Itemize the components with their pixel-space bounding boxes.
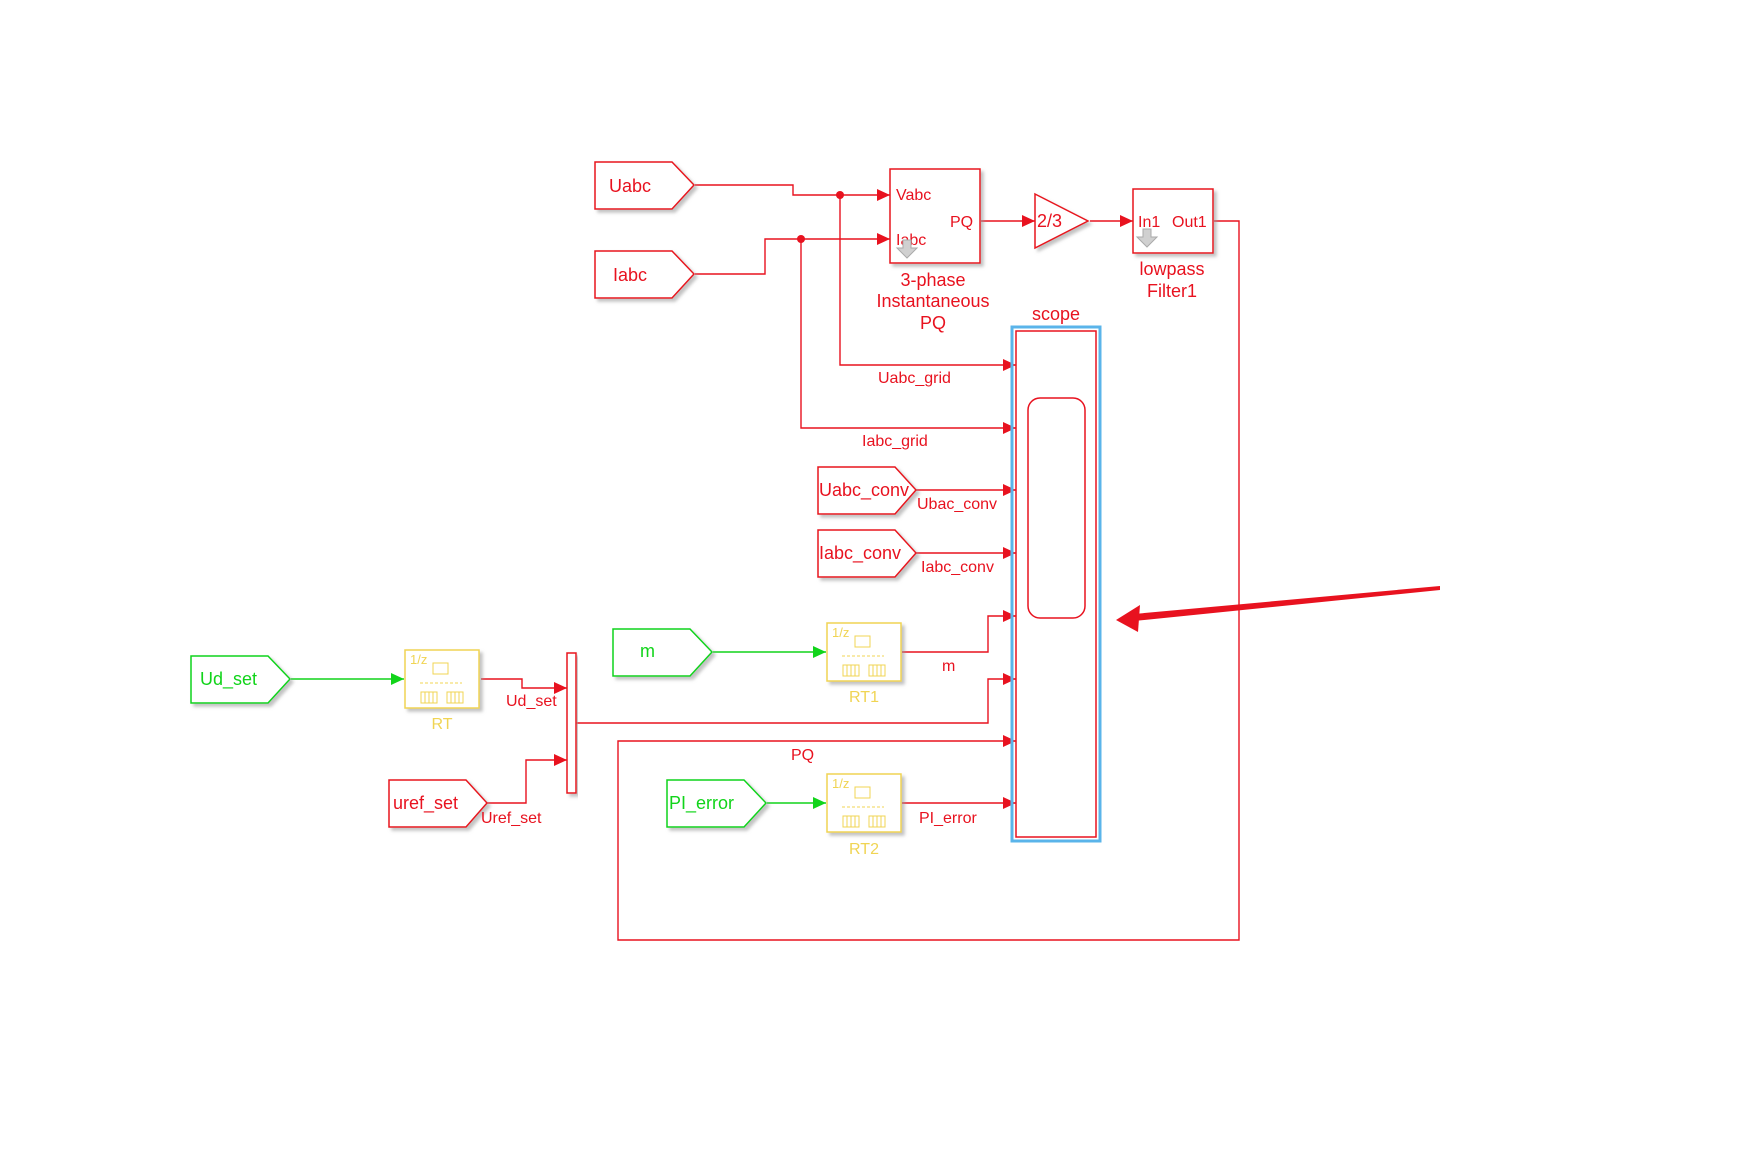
tag-label: Iabc: [613, 265, 647, 285]
scope-screen-icon: [1027, 397, 1086, 619]
from-tag-m[interactable]: m: [612, 628, 714, 677]
port-vabc-label: Vabc: [896, 187, 931, 204]
signal-label-m: m: [942, 658, 955, 675]
tag-label: m: [640, 641, 655, 661]
signal-label-ud-set: Ud_set: [506, 693, 557, 710]
rate-transition-rt1[interactable]: 1/z: [826, 622, 902, 682]
rt-label: 1/z: [832, 776, 849, 791]
gain-value: 2/3: [1037, 211, 1062, 231]
from-tag-uabc-conv[interactable]: Uabc_conv: [817, 466, 918, 515]
signal-label-pi-error: PI_error: [919, 810, 977, 827]
pq-block-name-line3: PQ: [920, 313, 946, 333]
rate-transition-icon: [842, 635, 886, 677]
signal-label-iabc-conv: Iabc_conv: [921, 559, 994, 576]
branch-point: [836, 191, 844, 199]
rate-transition-icon: [842, 786, 886, 828]
tag-label: Uabc: [609, 176, 651, 196]
pq-block-name-line1: 3-phase: [900, 270, 965, 290]
from-tag-iabc[interactable]: Iabc: [594, 250, 696, 299]
signal-label-uref-set: Uref_set: [481, 810, 542, 827]
rt-name: RT: [431, 716, 452, 733]
rt1-name: RT1: [849, 689, 879, 706]
from-tag-pi-error[interactable]: PI_error: [666, 779, 768, 828]
red-arrow-icon: [1116, 586, 1440, 632]
signal-label-pq: PQ: [791, 747, 814, 764]
selection-highlight: [1010, 325, 1102, 843]
signal-label-ubac-conv: Ubac_conv: [917, 496, 997, 513]
tag-label: Ud_set: [200, 669, 257, 690]
green-arrowheads: [391, 646, 826, 809]
rt-label: 1/z: [410, 652, 427, 667]
signal-label-iabc-grid: Iabc_grid: [862, 433, 928, 450]
from-tag-uref-set[interactable]: uref_set: [388, 779, 489, 828]
pq-calculation-block[interactable]: Vabc Iabc PQ: [889, 168, 981, 264]
tag-label: Uabc_conv: [819, 480, 909, 501]
from-tag-uabc[interactable]: Uabc: [594, 161, 696, 210]
from-tag-iabc-conv[interactable]: Iabc_conv: [817, 529, 918, 578]
rate-transition-icon: [420, 662, 464, 704]
gain-block[interactable]: 2/3: [1034, 192, 1090, 250]
tag-label: uref_set: [393, 793, 458, 814]
port-pq-label: PQ: [950, 214, 973, 231]
signal-lines: [481, 184, 1240, 941]
rate-transition-rt2[interactable]: 1/z: [826, 773, 902, 833]
mask-down-arrow-icon: [895, 239, 919, 259]
filter-name-line1: lowpass: [1139, 259, 1204, 279]
scope-name: scope: [1032, 304, 1080, 324]
from-tag-ud-set[interactable]: Ud_set: [190, 655, 292, 704]
lowpass-filter-block[interactable]: In1 Out1: [1132, 188, 1214, 254]
branch-point: [797, 235, 805, 243]
rt-label: 1/z: [832, 625, 849, 640]
rate-transition-rt[interactable]: 1/z: [404, 649, 480, 709]
tag-label: PI_error: [669, 793, 734, 814]
pq-block-name-line2: Instantaneous: [876, 291, 989, 311]
port-in1-label: In1: [1138, 214, 1160, 231]
scope-block[interactable]: [1010, 325, 1102, 843]
signal-label-uabc-grid: Uabc_grid: [878, 370, 951, 387]
green-signal-lines: [291, 651, 826, 804]
filter-name-line2: Filter1: [1147, 281, 1197, 301]
mask-down-arrow-icon: [1135, 228, 1159, 248]
tag-label: Iabc_conv: [819, 543, 901, 564]
port-out1-label: Out1: [1172, 214, 1207, 231]
mux-block[interactable]: [566, 652, 577, 794]
red-arrowheads: [554, 189, 1133, 809]
rt2-name: RT2: [849, 841, 879, 858]
